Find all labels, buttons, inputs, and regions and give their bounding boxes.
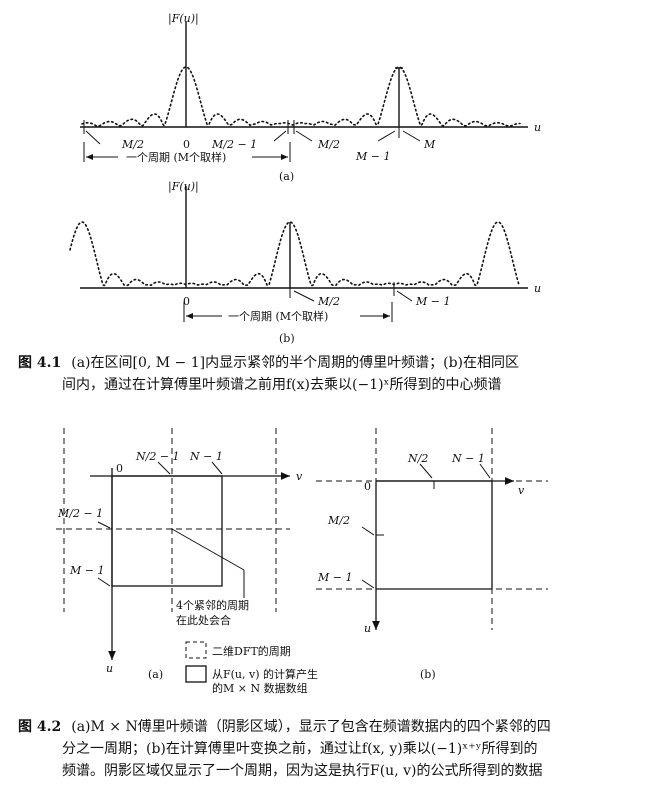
- fig42b-diagram: N/2 N − 1 0 v M/2 M − 1 u (b): [316, 428, 548, 681]
- fig41a-arrow-m: [402, 130, 421, 142]
- fig42a-diagram: N/2 − 1 N − 1 0 v M/2 − 1 M − 1 u 4个紧邻的周…: [56, 428, 303, 681]
- fig41-caption-line2: 间内，通过在计算傅里叶频谱之前用f(x)去乘以(−1)ˣ所得到的中心频谱: [62, 377, 502, 393]
- fig42b-label-n2: N/2: [407, 452, 428, 465]
- fig42b-label-m2: M/2: [327, 514, 350, 527]
- fig41-caption-text1: (a)在区间[0, M − 1]内显示紧邻的半个周期的傅里叶频谱；(b)在相同区: [71, 355, 519, 371]
- fig41a-label-m: M: [423, 138, 436, 151]
- fig41b-plot: |F(u)| u 0 M/2 M − 1 一个周期 (M个取样) (b): [69, 180, 541, 345]
- fig42a-arrow-m1: [97, 577, 111, 587]
- fig41b-spectrum-curve: [69, 221, 521, 287]
- legend-dashed-label: 二维DFT的周期: [212, 644, 291, 658]
- fig42a-label-m2: M/2 − 1: [57, 507, 103, 520]
- legend-solid-label-2: 的M × N 数据数组: [212, 681, 308, 695]
- fig41b-period-label: 一个周期 (M个取样): [228, 309, 328, 323]
- fig42a-arrow-m2: [97, 521, 111, 529]
- fig41a-uaxis-label: u: [534, 121, 541, 134]
- fig42-caption-text1: (a)M × N傅里叶频谱（阴影区域），显示了包含在频谱数据内的四个紧邻的四: [71, 719, 551, 735]
- fig41a-spectrum-curve: [81, 66, 521, 127]
- fig41b-yaxis-label: |F(u)|: [168, 180, 199, 194]
- fig42-caption-number: 图 4.2: [18, 719, 62, 735]
- fig41a-arrow-m2-right: [295, 130, 313, 142]
- fig41a-plot: |F(u)| u M/2 0 M/2 − 1 M/2 M − 1 M 一个周期 …: [80, 12, 541, 183]
- fig42a-data-array: [111, 475, 223, 587]
- fig41a-label-m2-left: M/2: [121, 138, 144, 151]
- fig42b-label-m1: M − 1: [317, 571, 352, 584]
- fig42a-arrow-n2: [157, 461, 171, 475]
- fig42-caption-line3: 频谱。阴影区域仅显示了一个周期，因为这是执行F(u, v)的公式所得到的数据: [62, 763, 543, 779]
- fig41a-arrow-m2-minus1: [273, 130, 287, 142]
- fig42a-note-line1: 4个紧邻的周期: [176, 598, 249, 612]
- fig42b-arrow-m1: [361, 579, 375, 589]
- fig41a-sublabel: (a): [279, 170, 294, 183]
- legend-dashed-swatch: [185, 641, 207, 659]
- fig42a-sublabel: (a): [148, 668, 163, 681]
- fig41b-arrow-m-minus1: [396, 290, 413, 302]
- legend-solid-swatch: [185, 665, 207, 683]
- fig41a-period-label: 一个周期 (M个取样): [126, 150, 226, 164]
- fig42a-note-pointer-1: [171, 528, 245, 571]
- legend-solid-label-1: 从F(u, v) 的计算产生: [212, 667, 318, 681]
- fig42a-arrow-n1: [211, 461, 223, 475]
- fig42a-label-m1: M − 1: [69, 564, 104, 577]
- fig42b-label-zero: 0: [364, 480, 371, 493]
- fig41a-yaxis-label: |F(u)|: [168, 12, 199, 26]
- fig41a-arrow-m-minus1: [377, 130, 396, 142]
- fig42a-note-line2: 在此处会合: [176, 613, 231, 627]
- fig41a-arrow-m2-left: [85, 130, 101, 145]
- fig42b-sublabel: (b): [420, 668, 436, 681]
- fig41-caption-line1: 图 4.1 (a)在区间[0, M − 1]内显示紧邻的半个周期的傅里叶频谱；(b…: [18, 352, 519, 374]
- fig42b-label-u: u: [364, 622, 371, 635]
- fig42a-label-n2: N/2 − 1: [135, 450, 180, 463]
- fig42-caption-line1: 图 4.2 (a)M × N傅里叶频谱（阴影区域），显示了包含在频谱数据内的四个紧…: [18, 716, 551, 738]
- fig42a-label-u: u: [106, 662, 113, 675]
- fig42a-label-n1: N − 1: [189, 450, 223, 463]
- fig42b-label-v: v: [518, 484, 525, 497]
- fig42-caption-line2: 分之一周期；(b)在计算傅里叶变换之前，通过让f(x, y)乘以(−1)ˣ⁺ʸ所…: [62, 741, 538, 757]
- fig41a-label-m2-minus1: M/2 − 1: [211, 138, 257, 151]
- fig41b-uaxis-label: u: [534, 282, 541, 295]
- fig42b-arrow-m2: [361, 526, 375, 536]
- fig41a-label-zero: 0: [183, 138, 190, 151]
- fig41a-label-m2-right: M/2: [317, 138, 340, 151]
- fig41b-label-m2: M/2: [317, 295, 340, 308]
- fig41b-label-zero: 0: [183, 295, 190, 308]
- fig41b-sublabel: (b): [279, 332, 295, 345]
- fig42a-label-v: v: [296, 470, 303, 483]
- fig42a-label-zero: 0: [116, 462, 123, 475]
- fig42b-arrow-n2: [419, 463, 433, 479]
- fig42b-label-n1: N − 1: [451, 452, 485, 465]
- fig42b-arrow-n1: [479, 463, 491, 479]
- fig41b-label-m-minus1: M − 1: [415, 295, 450, 308]
- fig41-caption-number: 图 4.1: [18, 355, 62, 371]
- fig42-legend: 二维DFT的周期 从F(u, v) 的计算产生 的M × N 数据数组: [185, 641, 318, 695]
- fig41b-arrow-m2: [293, 290, 315, 302]
- fig41a-label-m-minus1: M − 1: [355, 150, 390, 163]
